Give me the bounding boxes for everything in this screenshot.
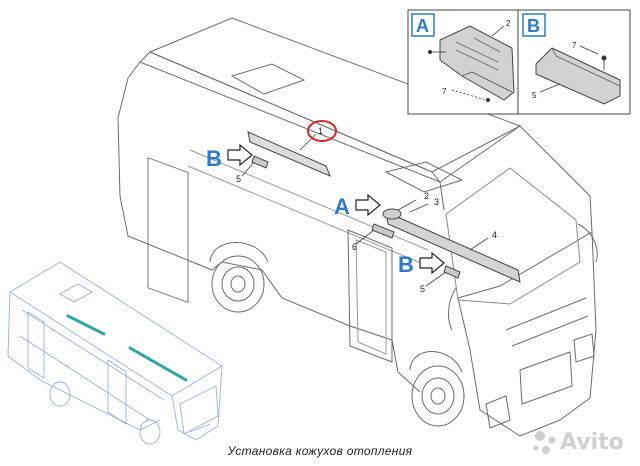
detail-B-tag — [522, 13, 546, 37]
detail-A: A 2 7 — [411, 13, 515, 102]
avito-watermark: Avito — [560, 430, 624, 455]
detail-A-label-2: 2 — [506, 19, 511, 28]
callout-letter-B-front: B — [398, 252, 414, 277]
detail-A-letter: A — [416, 16, 429, 36]
heater-cover-part-4 — [382, 208, 521, 283]
detail-B: B 7 5 — [522, 13, 621, 105]
overview-cover-rear — [66, 314, 106, 336]
callout-letter-B-rear: B — [206, 146, 222, 171]
callout-B-rear: B — [206, 143, 253, 171]
label-part-4: 4 — [492, 230, 497, 240]
callout-letter-A: A — [334, 194, 350, 219]
label-part-3: 3 — [434, 197, 439, 207]
red-highlight-circle — [307, 120, 337, 142]
label-part-5-front: 5 — [420, 284, 425, 294]
figure-caption: Установка кожухов отопления — [227, 444, 413, 458]
detail-B-label-7: 7 — [572, 41, 577, 50]
label-part-6: 6 — [352, 242, 357, 252]
detail-A-tag — [411, 13, 435, 37]
detail-A-label-7: 7 — [442, 87, 447, 96]
label-part-5-rear: 5 — [236, 174, 241, 184]
overview-bus-drawing — [7, 261, 223, 445]
bracket-5-front — [443, 265, 461, 279]
detail-B-letter: B — [527, 16, 540, 36]
avito-logo-icon — [533, 431, 556, 454]
leader-lines — [241, 133, 489, 287]
callout-B-front: B — [398, 251, 445, 277]
overview-heater-covers — [66, 314, 188, 382]
callout-A: A — [334, 193, 381, 219]
arrow-icon — [419, 251, 445, 275]
label-part-2: 2 — [424, 191, 429, 201]
label-part-1: 1 — [318, 126, 323, 136]
bracket-6 — [371, 223, 395, 239]
heater-cover-part-1 — [247, 131, 331, 177]
detail-B-label-5: 5 — [532, 91, 537, 100]
heater-cover-detail — [439, 25, 515, 101]
main-bus-drawing — [117, 17, 598, 437]
arrow-icon — [355, 193, 381, 217]
arrow-icon — [227, 143, 253, 167]
bracket-5-rear — [251, 155, 269, 169]
overview-cover-front — [128, 346, 188, 382]
